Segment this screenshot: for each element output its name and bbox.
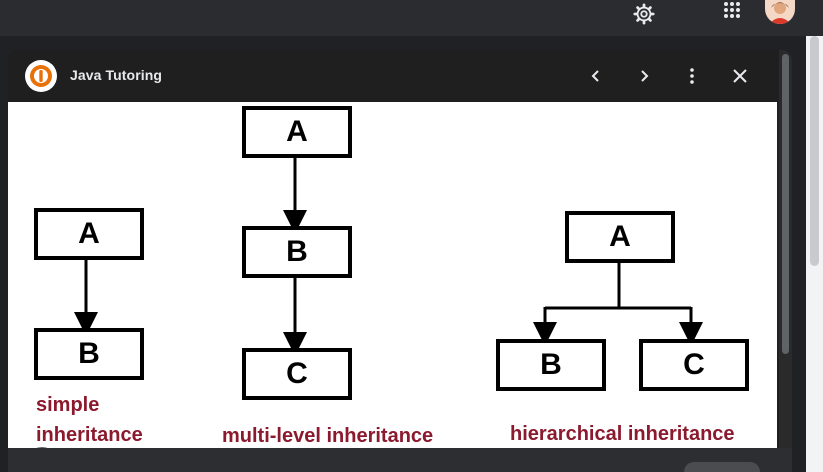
- diagram-connectors: [74, 158, 703, 356]
- panel-header: Java Tutoring: [8, 50, 792, 102]
- page-scrollbar[interactable]: [806, 36, 823, 472]
- gear-icon[interactable]: [632, 2, 656, 26]
- footer-button[interactable]: [684, 462, 760, 472]
- panel-footer: [8, 448, 792, 472]
- apps-grid-icon[interactable]: [720, 0, 744, 20]
- close-icon[interactable]: [727, 63, 753, 89]
- inheritance-diagram-image: A B A B C A B C simple inheritance multi…: [8, 102, 777, 472]
- more-vert-icon[interactable]: [679, 63, 705, 89]
- simple-caption-line2: inheritance: [36, 424, 143, 446]
- page-title: Java Tutoring: [70, 67, 163, 83]
- multilevel-class-c: C: [242, 348, 352, 400]
- panel-scrollbar-thumb[interactable]: [782, 54, 789, 354]
- java-tutoring-logo: [25, 60, 57, 92]
- panel-scrollbar[interactable]: [779, 50, 792, 448]
- chevron-right-icon[interactable]: [631, 63, 657, 89]
- hierarchical-class-b: B: [496, 339, 606, 391]
- hierarchical-caption: hierarchical inheritance: [510, 423, 735, 445]
- simple-class-a: A: [34, 208, 144, 260]
- simple-class-b: B: [34, 328, 144, 380]
- multilevel-caption: multi-level inheritance: [222, 425, 434, 447]
- multilevel-class-a: A: [242, 106, 352, 158]
- hierarchical-class-a: A: [565, 211, 675, 263]
- avatar[interactable]: [765, 0, 795, 24]
- chevron-left-icon[interactable]: [583, 63, 609, 89]
- simple-caption-line1: simple: [36, 394, 100, 416]
- hierarchical-class-c: C: [639, 339, 749, 391]
- browser-top-bar: [0, 0, 823, 36]
- multilevel-class-b: B: [242, 226, 352, 278]
- side-panel: Java Tutoring A: [8, 50, 792, 472]
- page-scrollbar-thumb[interactable]: [810, 36, 819, 266]
